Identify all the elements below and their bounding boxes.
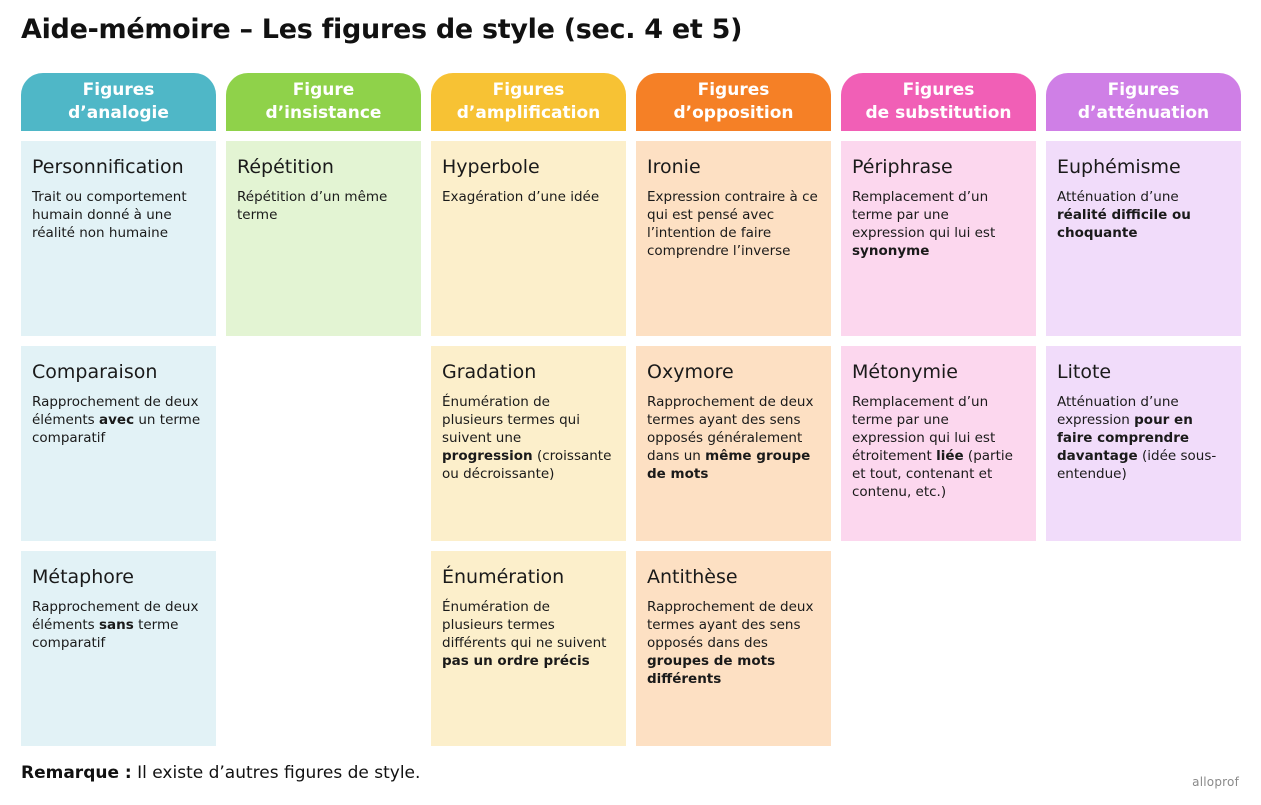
remark-note: Remarque : Il existe d’autres figures de… (21, 763, 420, 783)
figure-name: Métonymie (852, 361, 958, 383)
description-text: Atténuation d’une expression (1057, 394, 1179, 428)
figure-name: Litote (1057, 361, 1112, 383)
description-keyword: liée (936, 448, 964, 464)
category-header: Figures d’atténuation (1046, 73, 1241, 131)
figure-name: Euphémisme (1057, 156, 1181, 178)
figure-description: Atténuation d’une réalité difficile ou c… (1057, 188, 1230, 242)
description-text: Atténuation d’une (1057, 189, 1179, 205)
description-text: Expression contraire à ce qui est pensé … (647, 189, 818, 259)
category-header: Figures d’opposition (636, 73, 831, 131)
figure-description: Rapprochement de deux termes ayant des s… (647, 393, 820, 483)
description-keyword: sans (99, 617, 134, 633)
figure-description: Expression contraire à ce qui est pensé … (647, 188, 820, 260)
figure-description: Rapprochement de deux éléments sans term… (32, 598, 205, 652)
figure-name: Périphrase (852, 156, 953, 178)
description-keyword: groupes de mots différents (647, 653, 776, 687)
figure-name: Hyperbole (442, 156, 540, 178)
description-text: un terme comparatif (32, 412, 201, 446)
figure-name: Oxymore (647, 361, 734, 383)
description-text: Remplacement d’un terme par une expressi… (852, 189, 996, 241)
description-text: (partie et tout, contenant et contenu, e… (852, 448, 1013, 500)
description-text: terme comparatif (32, 617, 179, 651)
description-text: Rapprochement de deux éléments (32, 394, 199, 428)
figure-name: Énumération (442, 566, 565, 588)
figure-name: Ironie (647, 156, 701, 178)
description-text: (idée sous-entendue) (1057, 448, 1217, 482)
category-header: Figures de substitution (841, 73, 1036, 131)
figure-name: Répétition (237, 156, 334, 178)
figure-description: Remplacement d’un terme par une expressi… (852, 393, 1025, 501)
figure-description: Rapprochement de deux termes ayant des s… (647, 598, 820, 688)
description-text: Énumération de plusieurs termes différen… (442, 599, 607, 651)
figure-name: Personnification (32, 156, 184, 178)
figure-description: Trait ou comportement humain donné à une… (32, 188, 205, 242)
figure-description: Énumération de plusieurs termes différen… (442, 598, 615, 670)
description-keyword: même groupe de mots (647, 448, 811, 482)
description-text: Trait ou comportement humain donné à une… (32, 189, 187, 241)
description-text: Rapprochement de deux termes ayant des s… (647, 599, 814, 651)
description-keyword: pas un ordre précis (442, 653, 590, 669)
alloprof-logo: alloprof (1192, 775, 1239, 789)
description-text: Répétition d’un même terme (237, 189, 388, 223)
figure-name: Comparaison (32, 361, 158, 383)
description-keyword: réalité difficile ou choquante (1057, 207, 1191, 241)
figure-description: Répétition d’un même terme (237, 188, 410, 224)
category-header: Figure d’insistance (226, 73, 421, 131)
remark-label: Remarque : (21, 763, 132, 783)
figure-name: Gradation (442, 361, 537, 383)
description-text: Rapprochement de deux termes ayant des s… (647, 394, 814, 464)
description-keyword: pour en faire comprendre davantage (1057, 412, 1193, 464)
figure-description: Rapprochement de deux éléments avec un t… (32, 393, 205, 447)
description-keyword: progression (442, 448, 533, 464)
figure-name: Métaphore (32, 566, 134, 588)
page-title: Aide-mémoire – Les figures de style (sec… (21, 14, 743, 45)
description-keyword: synonyme (852, 243, 930, 259)
category-header: Figures d’analogie (21, 73, 216, 131)
figure-description: Remplacement d’un terme par une expressi… (852, 188, 1025, 260)
description-text: Rapprochement de deux éléments (32, 599, 199, 633)
description-text: Remplacement d’un terme par une expressi… (852, 394, 996, 464)
description-text: Exagération d’une idée (442, 189, 600, 205)
figure-description: Exagération d’une idée (442, 188, 615, 206)
figure-name: Antithèse (647, 566, 738, 588)
category-header: Figures d’amplification (431, 73, 626, 131)
figure-description: Atténuation d’une expression pour en fai… (1057, 393, 1230, 483)
description-text: Énumération de plusieurs termes qui suiv… (442, 394, 580, 446)
figure-description: Énumération de plusieurs termes qui suiv… (442, 393, 615, 483)
remark-text: Il existe d’autres figures de style. (131, 763, 421, 783)
description-keyword: avec (99, 412, 135, 428)
description-text: (croissante ou décroissante) (442, 448, 612, 482)
